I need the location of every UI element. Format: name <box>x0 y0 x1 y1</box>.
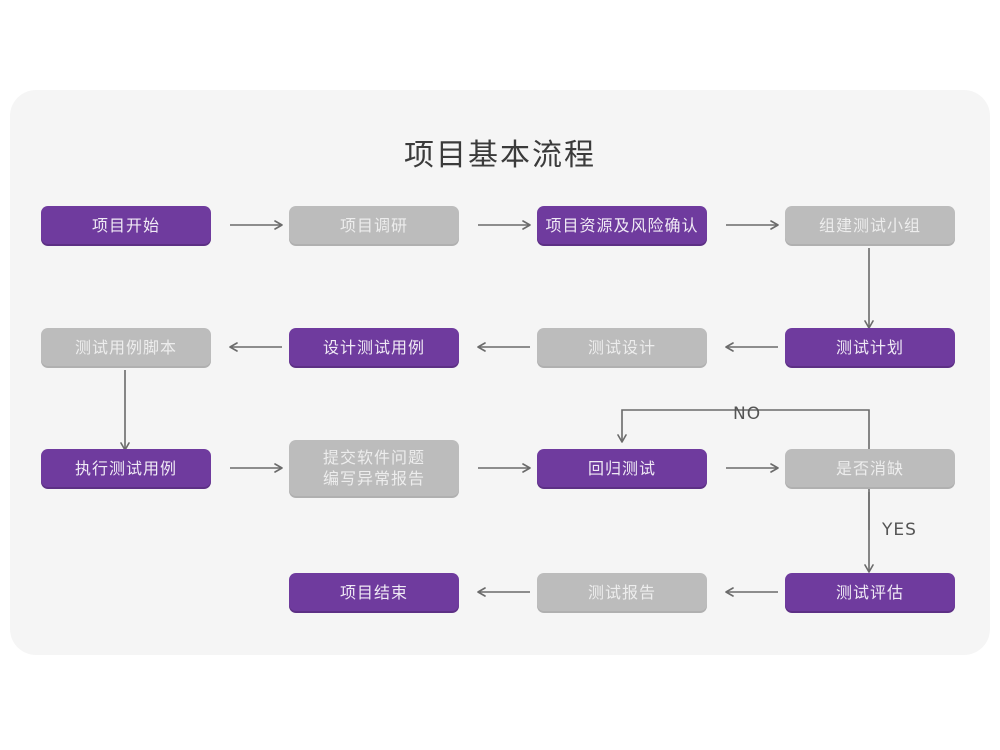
node-test-case-script[interactable]: 测试用例脚本 <box>41 328 211 366</box>
node-execute-test-case[interactable]: 执行测试用例 <box>41 449 211 487</box>
node-project-research[interactable]: 项目调研 <box>289 206 459 244</box>
node-form-test-team[interactable]: 组建测试小组 <box>785 206 955 244</box>
node-resource-risk-confirm[interactable]: 项目资源及风险确认 <box>537 206 707 244</box>
edge-label-no: NO <box>733 404 762 424</box>
edge-label-yes: YES <box>882 520 917 540</box>
node-test-report[interactable]: 测试报告 <box>537 573 707 611</box>
connector-layer <box>120 220 874 597</box>
node-regression-test[interactable]: 回归测试 <box>537 449 707 487</box>
page-title: 项目基本流程 <box>404 138 596 173</box>
flowchart-card: 项目基本流程 <box>10 90 990 655</box>
node-test-evaluation[interactable]: 测试评估 <box>785 573 955 611</box>
node-project-end[interactable]: 项目结束 <box>289 573 459 611</box>
node-defect-resolved[interactable]: 是否消缺 <box>785 449 955 487</box>
node-submit-issue-report[interactable]: 提交软件问题 编写异常报告 <box>289 440 459 496</box>
node-test-plan[interactable]: 测试计划 <box>785 328 955 366</box>
node-project-start[interactable]: 项目开始 <box>41 206 211 244</box>
node-test-design[interactable]: 测试设计 <box>537 328 707 366</box>
node-design-test-case[interactable]: 设计测试用例 <box>289 328 459 366</box>
